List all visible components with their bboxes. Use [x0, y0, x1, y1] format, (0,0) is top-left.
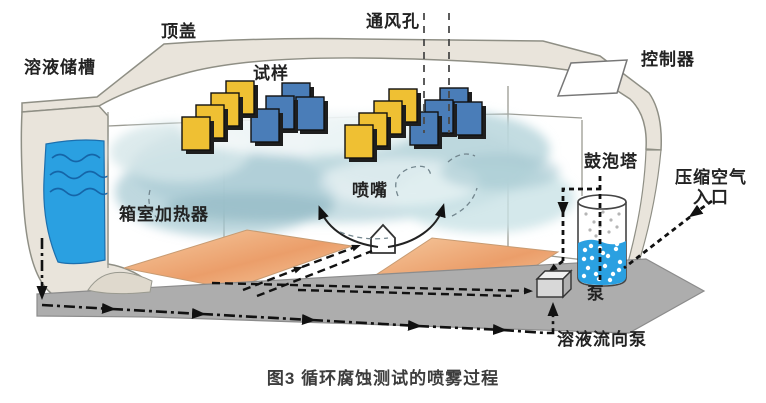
bubble-tower [577, 194, 627, 287]
spray-arrows [318, 203, 446, 248]
specimen-plate-yellow [181, 116, 211, 151]
solution-flow-lines [36, 238, 559, 336]
compressed-air-line [623, 199, 713, 270]
label-bubble-tower: 鼓泡塔 [584, 152, 638, 171]
mist-swirl-dashes [148, 153, 478, 240]
left-wall-foot [87, 271, 153, 295]
label-chamber-heater: 箱室加热器 [119, 205, 209, 224]
bubble-tower-circuit [548, 176, 602, 282]
label-pump: 泵 [587, 284, 605, 303]
label-compressed-air-inlet: 压缩空气 入口 [668, 168, 754, 208]
label-vent-hole: 通风孔 [366, 12, 420, 31]
label-controller: 控制器 [641, 50, 695, 69]
pump-cube [535, 269, 573, 299]
solution-reservoir-liquid [43, 139, 109, 265]
label-solution-flow-to-pump: 溶液流向泵 [557, 330, 647, 349]
specimen-plate-blue [295, 96, 325, 131]
label-specimen: 试样 [253, 64, 289, 83]
chamber-top-cover-shape [21, 37, 662, 151]
figure-caption: 图3 循环腐蚀测试的喷雾过程 [266, 369, 500, 388]
label-compressed-air-line2: 入口 [693, 188, 729, 207]
label-compressed-air-line1: 压缩空气 [675, 168, 747, 187]
vent-hole-lines [423, 13, 450, 133]
label-solution-reservoir: 溶液储槽 [24, 58, 96, 77]
specimen-plate-yellow [344, 124, 374, 159]
drain-channel-arrows [242, 244, 373, 298]
controller-panel [556, 59, 629, 97]
label-nozzle: 喷嘴 [352, 181, 388, 200]
panel-front-flow-lines [211, 281, 533, 298]
label-top-cover: 顶盖 [161, 22, 197, 41]
specimen-plate-blue [453, 101, 483, 136]
nozzle-shape [370, 223, 396, 254]
